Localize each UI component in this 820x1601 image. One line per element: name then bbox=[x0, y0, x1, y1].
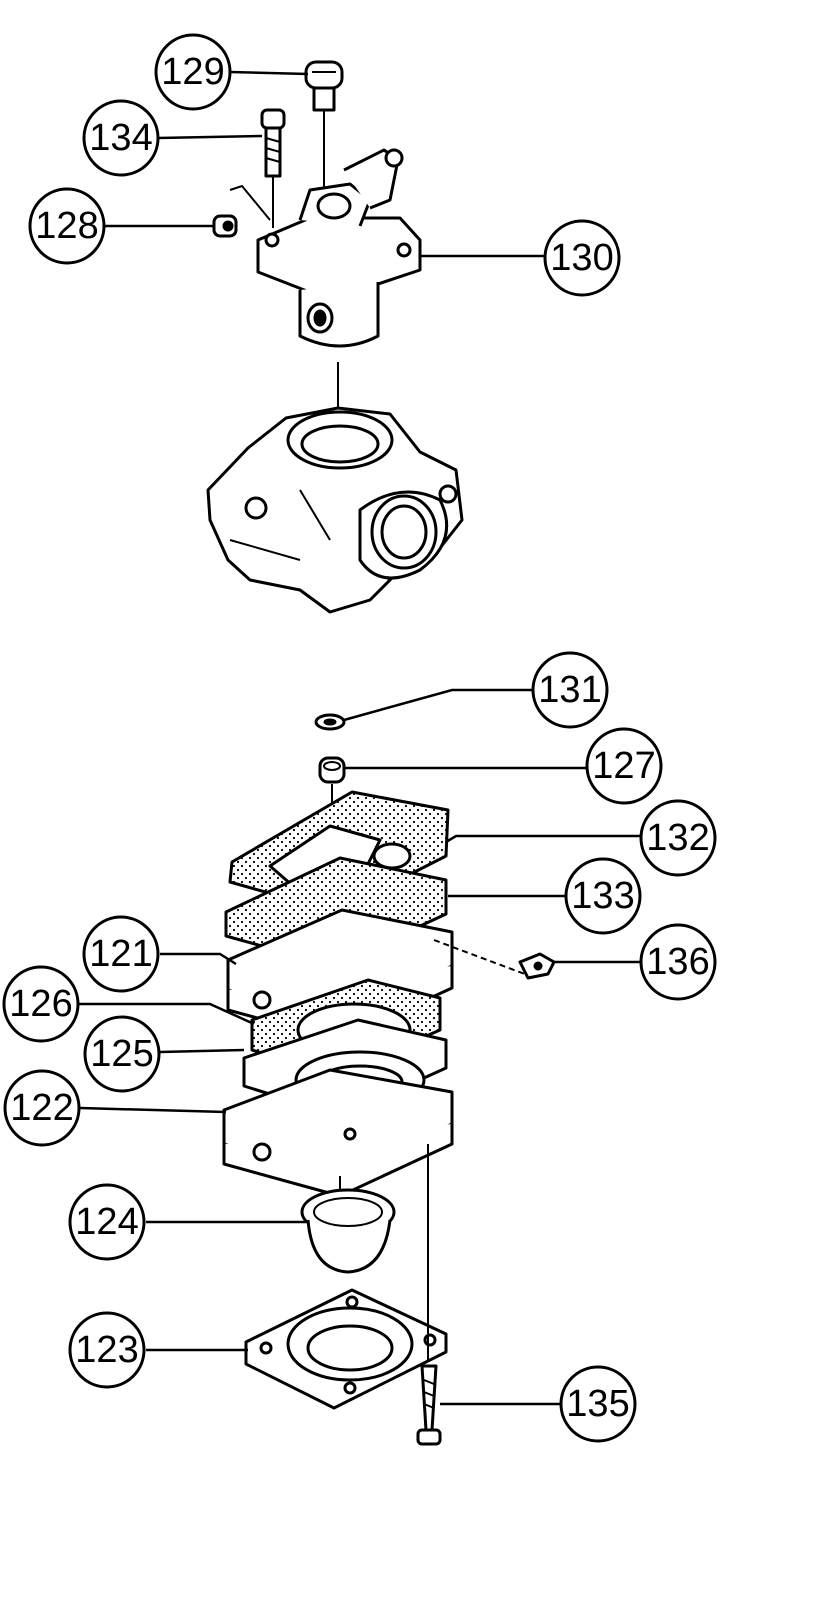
svg-text:122: 122 bbox=[10, 1087, 73, 1129]
callout-124: 124 bbox=[68, 1183, 146, 1261]
svg-text:132: 132 bbox=[646, 817, 709, 859]
callout-129: 129 bbox=[154, 33, 232, 111]
part-128-plug bbox=[212, 184, 271, 238]
part-129-adjust-screw bbox=[304, 60, 344, 190]
svg-text:125: 125 bbox=[90, 1033, 153, 1075]
part-123-mount-plate bbox=[244, 1288, 448, 1410]
callout-121: 121 bbox=[82, 915, 160, 993]
callout-127: 127 bbox=[585, 727, 663, 805]
callout-123: 123 bbox=[68, 1311, 146, 1389]
part-134-screw bbox=[260, 108, 286, 228]
part-122-pump-cover bbox=[222, 1068, 454, 1198]
svg-text:130: 130 bbox=[550, 237, 613, 279]
svg-text:134: 134 bbox=[89, 117, 152, 159]
callout-132: 132 bbox=[639, 799, 717, 877]
callout-131: 131 bbox=[531, 651, 609, 729]
part-135-long-screw bbox=[416, 1144, 442, 1446]
callout-128: 128 bbox=[28, 187, 106, 265]
callout-133: 133 bbox=[564, 857, 642, 935]
svg-text:129: 129 bbox=[161, 51, 224, 93]
svg-text:127: 127 bbox=[592, 745, 655, 787]
callout-122: 122 bbox=[3, 1069, 81, 1147]
carburetor-body bbox=[206, 406, 464, 614]
svg-text:131: 131 bbox=[538, 669, 601, 711]
callout-125: 125 bbox=[83, 1015, 161, 1093]
svg-text:128: 128 bbox=[35, 205, 98, 247]
svg-text:135: 135 bbox=[566, 1383, 629, 1425]
callout-134: 134 bbox=[82, 99, 160, 177]
svg-text:126: 126 bbox=[9, 983, 72, 1025]
callout-126: 126 bbox=[2, 965, 80, 1043]
callout-130: 130 bbox=[543, 219, 621, 297]
svg-text:121: 121 bbox=[89, 933, 152, 975]
callout-136: 136 bbox=[639, 923, 717, 1001]
part-130-throttle-body bbox=[256, 148, 422, 440]
svg-text:123: 123 bbox=[75, 1329, 138, 1371]
part-124-cup bbox=[300, 1188, 396, 1274]
callout-135: 135 bbox=[559, 1365, 637, 1443]
svg-text:124: 124 bbox=[75, 1201, 138, 1243]
part-131-washer bbox=[314, 713, 346, 731]
leader-lines bbox=[78, 70, 640, 1406]
part-136-nut bbox=[433, 939, 556, 980]
svg-text:136: 136 bbox=[646, 941, 709, 983]
svg-text:133: 133 bbox=[571, 875, 634, 917]
